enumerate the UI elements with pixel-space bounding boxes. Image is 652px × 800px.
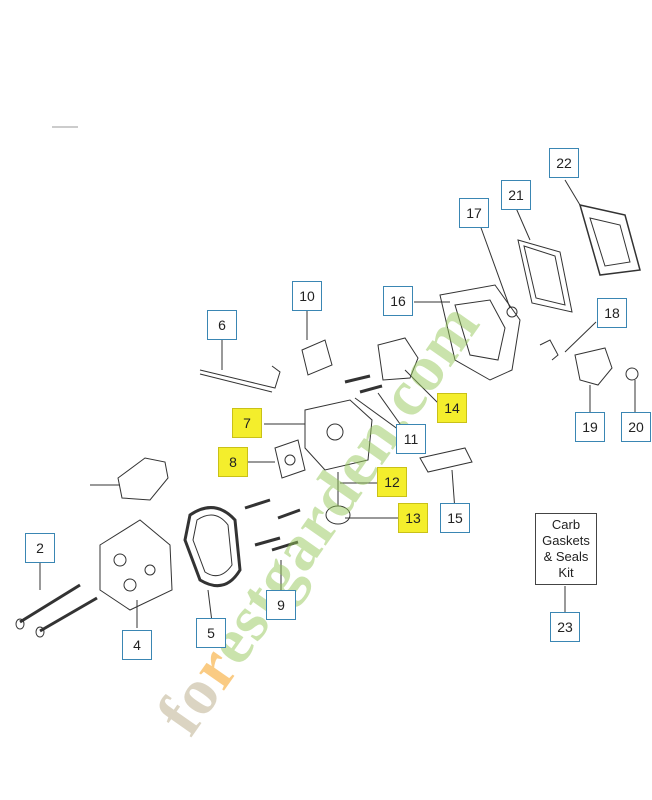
carb-kit-label: Carb Gaskets & Seals Kit [535,513,597,585]
callout-2: 2 [25,533,55,563]
callout-5: 5 [196,618,226,648]
callout-12: 12 [377,467,407,497]
callout-11: 11 [396,424,426,454]
callout-21: 21 [501,180,531,210]
callout-9: 9 [266,590,296,620]
callout-14: 14 [437,393,467,423]
callout-6: 6 [207,310,237,340]
callout-4: 4 [122,630,152,660]
callout-7: 7 [232,408,262,438]
callout-10: 10 [292,281,322,311]
callout-18: 18 [597,298,627,328]
callout-22: 22 [549,148,579,178]
kit-line-1: Carb [551,517,581,532]
kit-line-4: Kit [558,565,574,580]
kit-line-3: & Seals [543,549,589,564]
callout-15: 15 [440,503,470,533]
callout-13: 13 [398,503,428,533]
callout-20: 20 [621,412,651,442]
callout-8: 8 [218,447,248,477]
callout-23: 23 [550,612,580,642]
callout-16: 16 [383,286,413,316]
callout-17: 17 [459,198,489,228]
kit-line-2: Gaskets [542,533,590,548]
callout-19: 19 [575,412,605,442]
